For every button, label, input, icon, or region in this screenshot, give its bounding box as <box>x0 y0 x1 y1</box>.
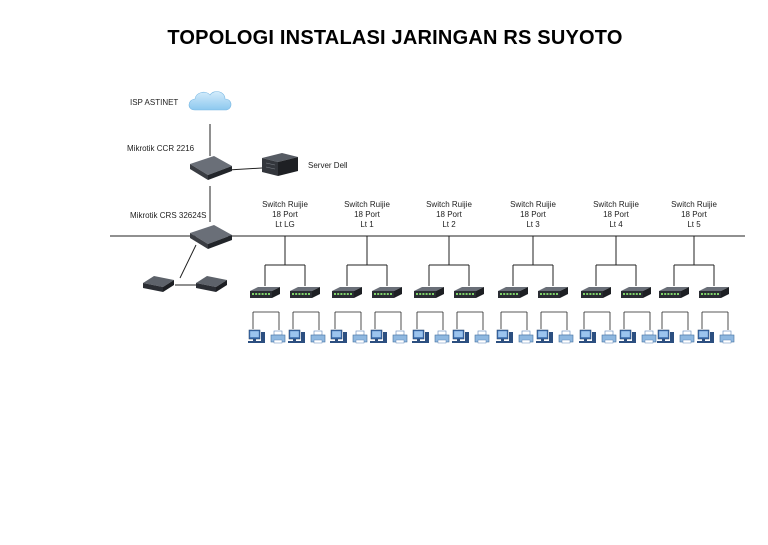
server-icon <box>262 153 298 176</box>
switch-icon <box>372 287 402 298</box>
switch-icon <box>699 287 729 298</box>
computer-icon <box>536 329 553 343</box>
page-title: TOPOLOGI INSTALASI JARINGAN RS SUYOTO <box>167 27 623 49</box>
floor-switch-label: 18 Port <box>354 210 381 219</box>
floor-switch-label: 18 Port <box>520 210 547 219</box>
printer-icon <box>474 330 490 344</box>
floor-switch-label: 18 Port <box>681 210 708 219</box>
switch-icon <box>414 287 444 298</box>
computer-icon <box>496 329 513 343</box>
computer-icon <box>248 329 265 343</box>
floor-links <box>346 236 388 286</box>
printer-icon <box>392 330 408 344</box>
printer-icon <box>352 330 368 344</box>
switch-icon <box>250 287 280 298</box>
floor-switch-label: Lt 2 <box>442 220 456 229</box>
core-local-switch-link <box>179 244 197 279</box>
router-server-link <box>227 167 263 171</box>
printer-icon <box>679 330 695 344</box>
floor-links <box>595 236 637 286</box>
floor-switch-label: 18 Port <box>603 210 630 219</box>
computer-icon <box>619 329 636 343</box>
switch-icon <box>143 276 174 292</box>
printer-icon <box>434 330 450 344</box>
switch-icon <box>190 225 232 249</box>
switch-icon <box>290 287 320 298</box>
floor-switch-label: Lt 4 <box>609 220 623 229</box>
switch-icon <box>581 287 611 298</box>
floor-switch-label: Switch Ruijie <box>262 200 308 209</box>
printer-icon <box>719 330 735 344</box>
floor-switch-label: Switch Ruijie <box>344 200 390 209</box>
computer-icon <box>697 329 714 343</box>
printer-icon <box>270 330 286 344</box>
computer-icon <box>370 329 387 343</box>
switch-icon <box>498 287 528 298</box>
computer-icon <box>288 329 305 343</box>
router-label: Mikrotik CCR 2216 <box>127 144 195 153</box>
cloud-icon <box>188 91 232 111</box>
floor-switch-label: Lt LG <box>275 220 295 229</box>
computer-icon <box>330 329 347 343</box>
printer-icon <box>601 330 617 344</box>
computer-icon <box>452 329 469 343</box>
floor-switch-label: Switch Ruijie <box>593 200 639 209</box>
floor-links <box>673 236 715 286</box>
switch-icon <box>621 287 651 298</box>
server-label: Server Dell <box>308 161 348 170</box>
floor-switch-label: Switch Ruijie <box>671 200 717 209</box>
computer-icon <box>579 329 596 343</box>
router-icon <box>190 156 232 180</box>
floor-switch-label: Lt 1 <box>360 220 374 229</box>
core-switch-label: Mikrotik CRS 32624S <box>130 211 206 220</box>
switch-icon <box>332 287 362 298</box>
switch-icon <box>659 287 689 298</box>
floor-switch-label: 18 Port <box>272 210 299 219</box>
floor-switch-label: Switch Ruijie <box>510 200 556 209</box>
printer-icon <box>310 330 326 344</box>
switch-icon <box>538 287 568 298</box>
switch-icon <box>454 287 484 298</box>
printer-icon <box>518 330 534 344</box>
floor-switch-label: 18 Port <box>436 210 463 219</box>
isp-label: ISP ASTINET <box>130 98 178 107</box>
floor-switch-label: Lt 5 <box>687 220 701 229</box>
printer-icon <box>641 330 657 344</box>
computer-icon <box>412 329 429 343</box>
floor-switch-label: Lt 3 <box>526 220 540 229</box>
floor-switch-label: Switch Ruijie <box>426 200 472 209</box>
computer-icon <box>657 329 674 343</box>
floor-links <box>512 236 554 286</box>
floor-links <box>428 236 470 286</box>
floor-links <box>264 236 306 286</box>
switch-icon <box>196 276 227 292</box>
printer-icon <box>558 330 574 344</box>
